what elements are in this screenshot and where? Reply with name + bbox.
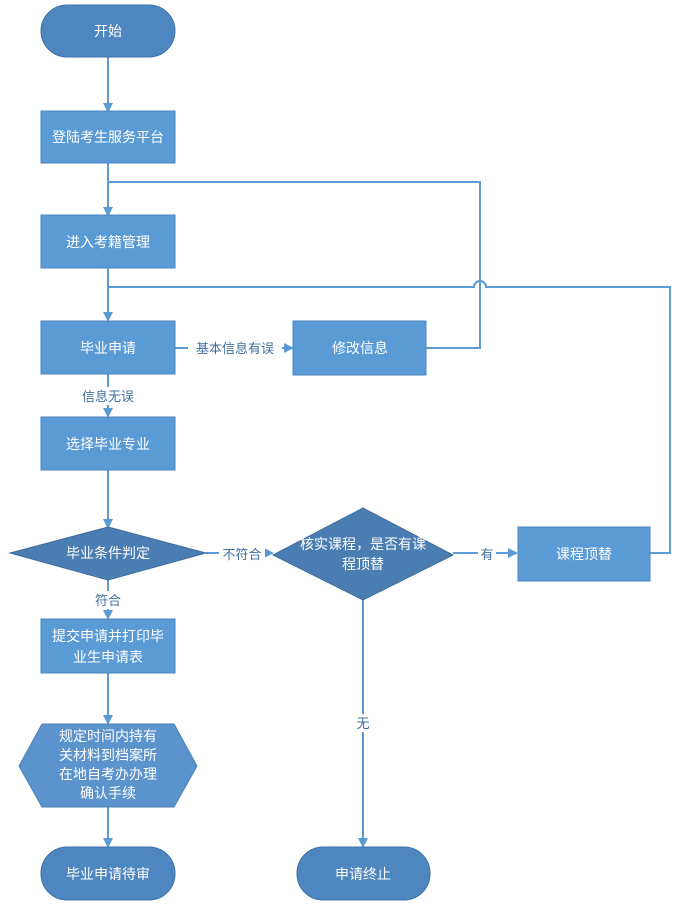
node-condition: 毕业条件判定 [8,526,208,581]
edge-label-yes-text: 有 [480,548,493,563]
node-submit-label-1: 提交申请并打印毕 [52,628,164,645]
node-login: 登陆考生服务平台 [40,110,176,164]
node-select-major: 选择毕业专业 [40,416,176,471]
node-submit-label-2: 业生申请表 [73,650,143,666]
node-modify: 修改信息 [292,320,427,376]
node-deliver: 规定时间内持有 关材料到档案所 在地自考办办理 确认手续 [18,723,198,808]
node-verify-label-2: 程顶替 [342,557,384,573]
node-verify: 核实课程，是否有课 程顶替 [271,507,455,601]
node-course-sub: 课程顶替 [517,526,651,582]
node-terminate: 申请终止 [296,846,431,901]
node-deliver-label-3: 在地自考办办理 [59,767,157,783]
node-pending: 毕业申请待审 [40,846,176,901]
node-terminate-label: 申请终止 [335,867,391,883]
edge-modify-loop-back [108,181,481,349]
edge-label-match: 符合 [92,591,124,609]
edge-label-no: 无 [354,714,372,732]
node-apply-label: 毕业申请 [80,341,136,357]
node-select-major-label: 选择毕业专业 [66,437,150,453]
connectors [103,57,671,848]
edge-label-no-text: 无 [356,717,369,732]
edge-coursesub-loop-back [108,280,671,554]
edge-label-not-match-text: 不符合 [222,547,261,563]
edge-label-info-ok: 信息无误 [76,387,140,405]
edge-label-info-error-text: 基本信息有误 [196,341,274,357]
node-apply: 毕业申请 [40,320,176,375]
edge-label-yes: 有 [478,545,496,563]
node-condition-label: 毕业条件判定 [66,545,150,562]
node-pending-label: 毕业申请待审 [66,867,150,883]
node-start-label: 开始 [94,24,122,40]
edge-label-info-error: 基本信息有误 [188,339,282,357]
node-modify-label: 修改信息 [332,340,388,357]
node-deliver-label-2: 关材料到档案所 [59,747,157,764]
node-enter-label: 进入考籍管理 [66,234,150,251]
node-course-sub-label: 课程顶替 [556,547,612,563]
node-submit: 提交申请并打印毕 业生申请表 [40,618,176,674]
node-start: 开始 [40,4,176,58]
edge-label-info-ok-text: 信息无误 [82,389,134,405]
edge-label-match-text: 符合 [95,593,121,609]
node-login-label: 登陆考生服务平台 [52,130,164,146]
node-deliver-label-4: 确认手续 [80,785,136,802]
node-enter: 进入考籍管理 [40,214,176,269]
node-deliver-label-1: 规定时间内持有 [59,729,157,745]
node-verify-label-1: 核实课程，是否有课 [300,537,426,553]
edge-label-not-match: 不符合 [219,545,265,563]
